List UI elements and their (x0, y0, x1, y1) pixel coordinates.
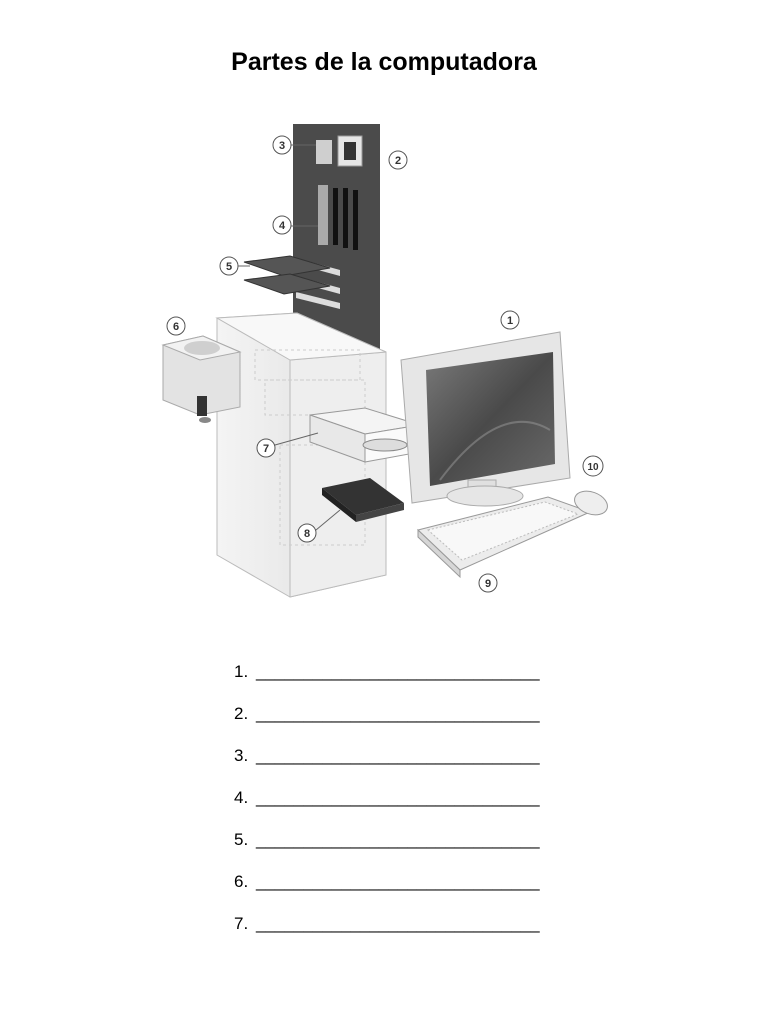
item-number: 1. (234, 662, 249, 681)
svg-text:10: 10 (587, 462, 599, 473)
mouse (574, 490, 608, 516)
cpu-chip (316, 140, 332, 164)
answer-blank: ______________________________ (256, 914, 540, 933)
svg-text:9: 9 (485, 578, 491, 590)
computer-parts-diagram: 1 2 3 4 5 6 7 8 9 10 (161, 124, 608, 598)
callout-4: 4 (272, 215, 292, 235)
expansion-cards (243, 255, 331, 295)
ram-module (318, 185, 328, 245)
item-number: 6. (234, 872, 249, 891)
callout-7: 7 (256, 438, 276, 458)
answer-blank: ______________________________ (256, 830, 540, 849)
callout-3: 3 (272, 135, 292, 155)
list-item: 4. ______________________________ (234, 788, 554, 830)
svg-text:3: 3 (279, 140, 285, 152)
answer-blank: ______________________________ (256, 746, 540, 765)
svg-text:8: 8 (304, 528, 310, 540)
answer-blank: ______________________________ (256, 872, 540, 891)
svg-text:7: 7 (263, 443, 269, 455)
answer-blank: ______________________________ (256, 662, 540, 681)
page-title: Partes de la computadora (231, 48, 537, 76)
svg-text:2: 2 (395, 155, 401, 167)
list-item: 3. ______________________________ (234, 746, 554, 788)
svg-text:5: 5 (226, 261, 232, 273)
list-item: 2. ______________________________ (234, 704, 554, 746)
answer-blank: ______________________________ (256, 788, 540, 807)
monitor (400, 331, 571, 507)
list-item: 1. ______________________________ (234, 662, 554, 704)
callout-5: 5 (219, 256, 239, 276)
callout-10: 10 (582, 455, 604, 477)
callout-2: 2 (388, 150, 408, 170)
svg-text:1: 1 (507, 315, 513, 327)
item-number: 2. (234, 704, 249, 723)
callout-markers: 1 2 3 4 5 6 7 8 9 10 (166, 135, 604, 593)
list-item: 5. ______________________________ (234, 830, 554, 872)
power-supply (161, 335, 242, 423)
callout-6: 6 (166, 316, 186, 336)
svg-text:4: 4 (279, 220, 286, 232)
optical-drive (309, 407, 421, 463)
callout-1: 1 (500, 310, 520, 330)
item-number: 4. (234, 788, 249, 807)
svg-text:6: 6 (173, 321, 179, 333)
callout-9: 9 (478, 573, 498, 593)
item-number: 7. (234, 914, 249, 933)
answer-blank: ______________________________ (256, 704, 540, 723)
callout-8: 8 (297, 523, 317, 543)
list-item: 7. ______________________________ (234, 914, 554, 956)
keyboard (416, 496, 592, 579)
hard-drive (322, 478, 404, 522)
item-number: 5. (234, 830, 249, 849)
item-number: 3. (234, 746, 249, 765)
leader-lines (238, 144, 341, 531)
list-item: 6. ______________________________ (234, 872, 554, 914)
answer-list: 1. ______________________________ 2. ___… (234, 662, 554, 956)
